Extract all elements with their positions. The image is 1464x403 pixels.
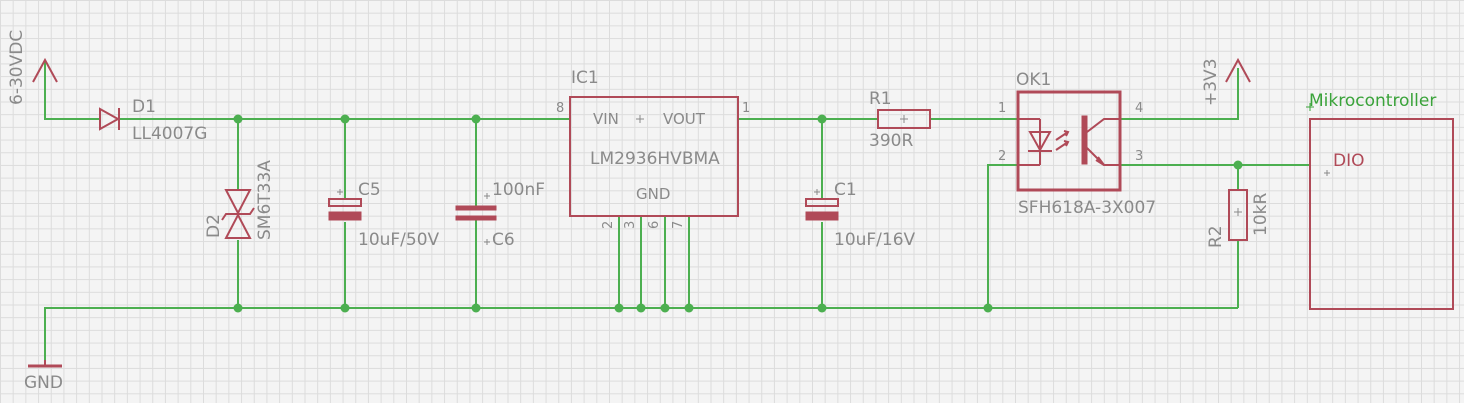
resistor-r2-icon (1228, 189, 1248, 241)
ic1-pin-7: 7 (671, 221, 686, 229)
r2-name: R2 (1206, 225, 1226, 248)
r1-name: R1 (869, 89, 892, 109)
c6-name: C6 (492, 230, 515, 250)
optocoupler-ok1 (1016, 90, 1122, 192)
vin-supply-arrow-icon (32, 57, 58, 83)
wire-ok1-pin4-to-3v3 (1120, 68, 1239, 120)
ic1-pin-1: 1 (742, 101, 750, 116)
capacitor-c1-icon (805, 189, 839, 221)
d1-name: D1 (132, 97, 156, 117)
junction (340, 303, 350, 313)
d1-value: LL4007G (132, 124, 207, 144)
wires (44, 60, 1310, 360)
junction (614, 303, 624, 313)
ic1-pin-vout-label: VOUT (663, 110, 706, 128)
wire-ground-bus (44, 307, 1238, 360)
junction (233, 303, 243, 313)
r1-value: 390R (869, 131, 913, 151)
ic1-pin-8: 8 (556, 101, 564, 116)
diode-d1-icon (99, 107, 121, 131)
ok1-pin-3: 3 (1135, 149, 1143, 164)
ok1-pin-2: 2 (998, 149, 1006, 164)
ok1-value: SFH618A-3X007 (1018, 198, 1156, 218)
c5-name: C5 (358, 180, 381, 200)
junction (233, 114, 243, 124)
junction (660, 303, 670, 313)
junction (471, 114, 481, 124)
junction (817, 303, 827, 313)
d2-name: D2 (204, 214, 224, 238)
microcontroller-block (1306, 103, 1454, 310)
ok1-pin-1: 1 (998, 101, 1006, 116)
resistor-r1-icon (877, 109, 931, 129)
wire-vin-top (44, 60, 100, 120)
junctions (233, 114, 1243, 313)
ic1-value: LM2936HVBMA (590, 149, 720, 169)
junction (1233, 160, 1243, 170)
c5-value: 10uF/50V (358, 230, 440, 250)
ok1-pin-4: 4 (1135, 101, 1143, 116)
capacitor-c6-icon (455, 193, 497, 245)
ground-symbol-icon (28, 360, 62, 368)
net-label-3v3: +3V3 (1201, 58, 1221, 106)
ic1-pin-2: 2 (601, 221, 616, 229)
ic1-pin-3: 3 (623, 221, 638, 229)
net-label-gnd: GND (24, 373, 63, 393)
r2-value: 10kR (1251, 193, 1271, 236)
ok1-name: OK1 (1016, 70, 1051, 90)
v33-supply-arrow-icon (1225, 57, 1251, 83)
junction (471, 303, 481, 313)
ic1-pin-gnd-label: GND (636, 185, 670, 203)
c1-name: C1 (834, 180, 857, 200)
junction (817, 114, 827, 124)
d2-value: SM6T33A (255, 160, 275, 240)
c6-value: 100nF (492, 180, 545, 200)
junction (340, 114, 350, 124)
mcu-title: Mikrocontroller (1309, 91, 1436, 111)
mcu-pin-dio: DIO (1333, 151, 1365, 171)
c1-value: 10uF/16V (834, 230, 916, 250)
capacitor-c5-icon (328, 189, 362, 221)
ic1-name: IC1 (571, 68, 599, 88)
net-label-vin: 6-30VDC (7, 30, 27, 105)
tvs-diode-d2-icon (221, 189, 255, 239)
junction (983, 303, 993, 313)
ic1-pin-6: 6 (647, 221, 662, 229)
junction (636, 303, 646, 313)
ic1-pin-vin-label: VIN (593, 110, 619, 128)
junction (684, 303, 694, 313)
regulator-ic1 (569, 96, 739, 217)
wire-ic-gnd-pins (618, 216, 690, 308)
wire-ok1-pin2-to-gnd (987, 164, 1018, 308)
